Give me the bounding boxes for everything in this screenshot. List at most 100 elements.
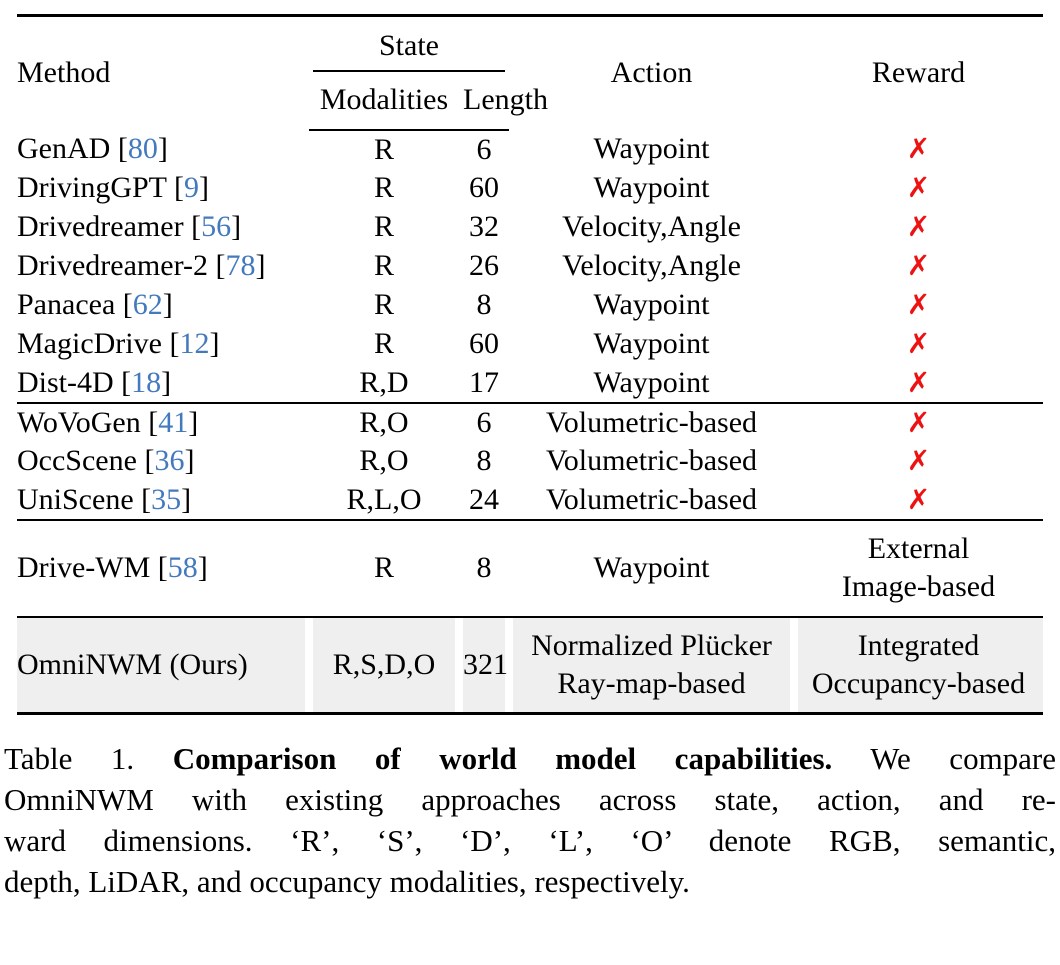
citation-close-bracket: ]	[255, 249, 266, 282]
length-cell: 8	[459, 518, 509, 617]
method-name: Panacea	[17, 288, 116, 321]
cross-icon: ✗	[906, 249, 931, 282]
modalities-cell: R	[309, 518, 459, 617]
citation-number: 78	[225, 249, 256, 282]
cross-icon: ✗	[906, 405, 931, 439]
cross-icon: ✗	[906, 444, 931, 477]
header-state-label: State	[313, 29, 505, 72]
method-cell: Drive-WM [58]	[17, 518, 309, 617]
citation-close-bracket: ]	[188, 405, 199, 439]
citation-ref[interactable]: [62]	[123, 288, 173, 321]
table-row: UniScene [35] R,L,O 24 Volumetric-based …	[17, 481, 1043, 520]
citation-close-bracket: ]	[209, 327, 220, 360]
method-cell: Panacea [62]	[17, 286, 309, 325]
method-name: Drivedreamer	[17, 210, 184, 243]
citation-number: 58	[167, 551, 198, 584]
citation-open-bracket: [	[121, 365, 132, 399]
citation-ref[interactable]: [18]	[121, 366, 171, 399]
citation-close-bracket: ]	[184, 444, 195, 477]
action-cell: Waypoint	[509, 518, 794, 617]
method-name: GenAD	[17, 132, 111, 165]
length-cell: 6	[476, 132, 492, 166]
action-cell: Velocity,Angle	[562, 210, 741, 243]
citation-ref[interactable]: [80]	[118, 132, 168, 165]
method-name: WoVoGen	[17, 405, 141, 439]
reward-cell: ✗	[794, 364, 1043, 403]
citation-ref[interactable]: [56]	[191, 210, 241, 243]
citation-ref[interactable]: [78]	[215, 249, 265, 282]
table-caption: Table 1. Comparison of world model capab…	[4, 738, 1056, 902]
length-cell: 60	[469, 327, 499, 360]
method-name: Drive-WM	[17, 551, 151, 584]
citation-open-bracket: [	[191, 210, 202, 243]
length-cell: 8	[476, 288, 492, 321]
method-name: DrivingGPT	[17, 171, 167, 204]
modalities-cell: R	[373, 249, 394, 282]
citation-close-bracket: ]	[161, 365, 172, 399]
method-name: MagicDrive	[17, 327, 162, 360]
method-name: UniScene	[17, 482, 134, 516]
length-cell: 17	[469, 365, 499, 399]
action-cell: Waypoint	[593, 171, 710, 204]
citation-close-bracket: ]	[181, 482, 192, 516]
length-cell: 24	[469, 482, 499, 516]
length-cell: 8	[476, 444, 492, 477]
citation-ref[interactable]: [36]	[144, 444, 194, 477]
citation-number: 36	[154, 444, 185, 477]
reward-cell: ✗	[794, 247, 1043, 286]
action-cell: Waypoint	[593, 365, 710, 399]
method-cell: UniScene [35]	[17, 481, 309, 520]
reward-cell: ✗	[794, 286, 1043, 325]
header-state-group: State	[309, 16, 509, 72]
cross-icon: ✗	[906, 210, 931, 243]
modalities-cell: R	[373, 327, 394, 360]
citation-number: 12	[179, 327, 210, 360]
cross-icon: ✗	[906, 365, 931, 399]
reward-cell: ✗	[794, 481, 1043, 520]
citation-ref[interactable]: [41]	[148, 406, 198, 439]
caption-label: Table 1.	[4, 741, 135, 776]
method-name: Drivedreamer-2	[17, 249, 208, 282]
cross-icon: ✗	[906, 132, 931, 165]
citation-open-bracket: [	[148, 405, 159, 439]
action-cell: Waypoint	[593, 132, 710, 165]
citation-open-bracket: [	[144, 444, 155, 477]
citation-ref[interactable]: [58]	[158, 551, 208, 584]
method-name: Dist-4D	[17, 365, 114, 399]
action-cell: Normalized Plücker Ray-map-based	[509, 615, 794, 714]
citation-open-bracket: [	[122, 288, 133, 321]
citation-open-bracket: [	[157, 551, 168, 584]
citation-ref[interactable]: [12]	[169, 327, 219, 360]
table-body: GenAD [80] R 6 Waypoint ✗ DrivingGPT [9]…	[17, 130, 1043, 714]
reward-cell: ✗	[794, 208, 1043, 247]
length-cell: 321	[459, 615, 509, 714]
reward-cell: ✗	[794, 401, 1043, 442]
citation-open-bracket: [	[141, 482, 152, 516]
citation-open-bracket: [	[215, 249, 226, 282]
method-cell: OmniNWM (Ours)	[17, 615, 309, 714]
header-reward: Reward	[871, 56, 966, 90]
citation-close-bracket: ]	[197, 551, 208, 584]
header-modalities: Modalities	[309, 71, 459, 131]
citation-number: 18	[131, 365, 162, 399]
reward-cell: ✗	[794, 325, 1043, 364]
caption-line-2: OmniNWM with existing approaches across …	[4, 782, 1056, 817]
caption-line-4: depth, LiDAR, and occupancy modalities, …	[4, 864, 690, 899]
length-cell: 32	[469, 210, 499, 243]
table-row: MagicDrive [12] R 60 Waypoint ✗	[17, 325, 1043, 364]
citation-ref[interactable]: [9]	[174, 171, 209, 204]
cross-icon: ✗	[906, 288, 931, 321]
length-cell: 60	[469, 171, 499, 204]
modalities-cell: R	[373, 288, 394, 321]
citation-ref[interactable]: [35]	[141, 483, 191, 516]
action-cell: Waypoint	[593, 327, 710, 360]
method-cell: MagicDrive [12]	[17, 325, 309, 364]
caption-line-3: ward dimensions. ‘R’, ‘S’, ‘D’, ‘L’, ‘O’…	[4, 823, 1056, 858]
caption-line-1: Table 1. Comparison of world model capab…	[4, 738, 1056, 779]
comparison-table: Method State Action Reward Modalities Le…	[17, 14, 1043, 715]
table-row: Dist-4D [18] R,D 17 Waypoint ✗	[17, 364, 1043, 403]
table-row: OccScene [36] R,O 8 Volumetric-based ✗	[17, 442, 1043, 481]
table-row: OmniNWM (Ours) R,S,D,O 321 Normalized Pl…	[17, 615, 1043, 714]
action-cell: Volumetric-based	[509, 401, 794, 442]
